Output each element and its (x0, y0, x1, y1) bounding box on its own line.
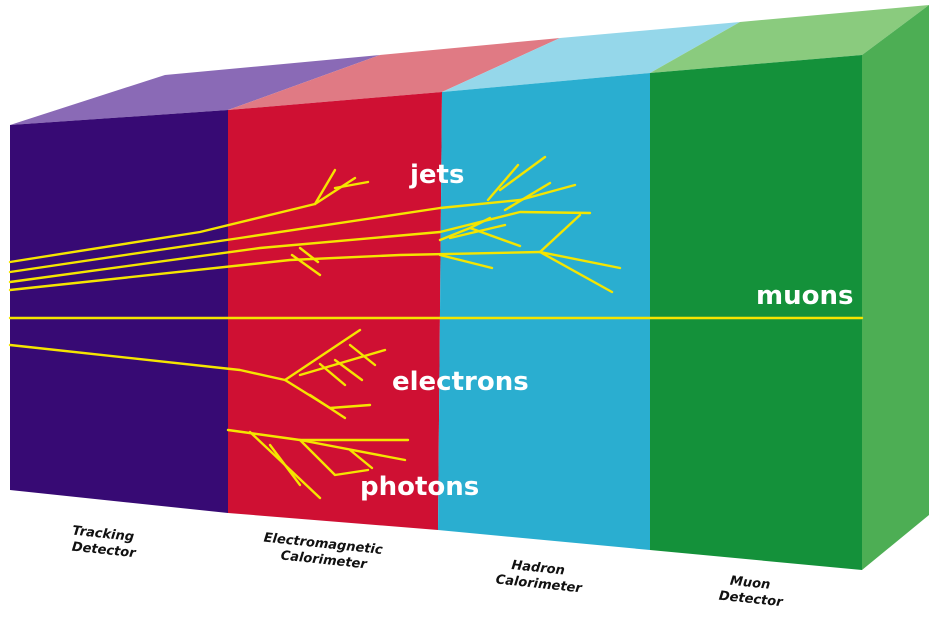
jet-branch (448, 223, 507, 240)
hadron-calorimeter-top (442, 22, 740, 92)
muon-label-line2: Detector (718, 589, 785, 611)
jet-branch (298, 246, 320, 264)
jets-label: jets (409, 160, 464, 190)
em-calorimeter-top (228, 38, 560, 110)
jet-branch (538, 213, 582, 254)
electron-track (8, 328, 362, 382)
svg-text:Tracking Detector: Tracking Detector (70, 524, 140, 562)
tracking-detector-top (10, 55, 380, 125)
hadron-label-line1: Hadron (511, 558, 566, 579)
svg-text:Hadron Calorimeter: Hadron Calorimeter (495, 557, 586, 597)
jet-track (8, 210, 592, 284)
jet-branch (538, 250, 614, 294)
svg-text:Muon Detector: Muon Detector (718, 573, 786, 611)
jet-branch (503, 181, 552, 212)
jet-branch (333, 180, 370, 190)
muon-detector-side (862, 5, 929, 570)
svg-text:Electromagnetic Calori: Electromagnetic Calorimeter (261, 531, 388, 575)
photon-branch (348, 448, 374, 470)
photon-branch (298, 438, 407, 462)
jet-branch (468, 216, 492, 230)
muons-label: muons (756, 281, 853, 311)
muon-detector-front (650, 55, 862, 570)
electron-branch (348, 343, 377, 367)
electron-branch (308, 393, 347, 420)
jet-branch (290, 253, 322, 277)
tracking-label-line2: Detector (71, 540, 138, 562)
tracking-label-line1: Tracking (71, 524, 134, 545)
electron-branch (298, 348, 387, 377)
tracking-detector-label: Tracking Detector (70, 524, 140, 562)
jet-tracks (8, 155, 622, 294)
electron-branch (318, 362, 347, 387)
electron-shower (8, 328, 387, 420)
em-calorimeter-front (228, 92, 442, 530)
jet-branch (498, 155, 547, 192)
hadron-calorimeter-label: Hadron Calorimeter (495, 557, 586, 597)
photon-shower (226, 428, 410, 500)
em-calorimeter-label: Electromagnetic Calorimeter (261, 531, 388, 575)
jet-track (8, 183, 577, 274)
jet-branch (313, 168, 337, 206)
electrons-label: electrons (392, 367, 529, 397)
muon-detector-top (650, 5, 929, 73)
jet-track (8, 250, 622, 292)
photons-label: photons (360, 472, 479, 502)
jet-branch (438, 253, 494, 270)
hadron-label-line2: Calorimeter (495, 572, 584, 596)
jet-track (8, 176, 357, 264)
jet-branch (486, 163, 520, 202)
muon-label-line1: Muon (729, 574, 771, 593)
photon-branch (298, 438, 370, 477)
muon-detector-label: Muon Detector (718, 573, 786, 611)
electron-branch (333, 358, 364, 382)
tracking-detector-front (10, 110, 228, 513)
hadron-calorimeter-front (438, 73, 650, 550)
photon-branch (268, 443, 302, 487)
